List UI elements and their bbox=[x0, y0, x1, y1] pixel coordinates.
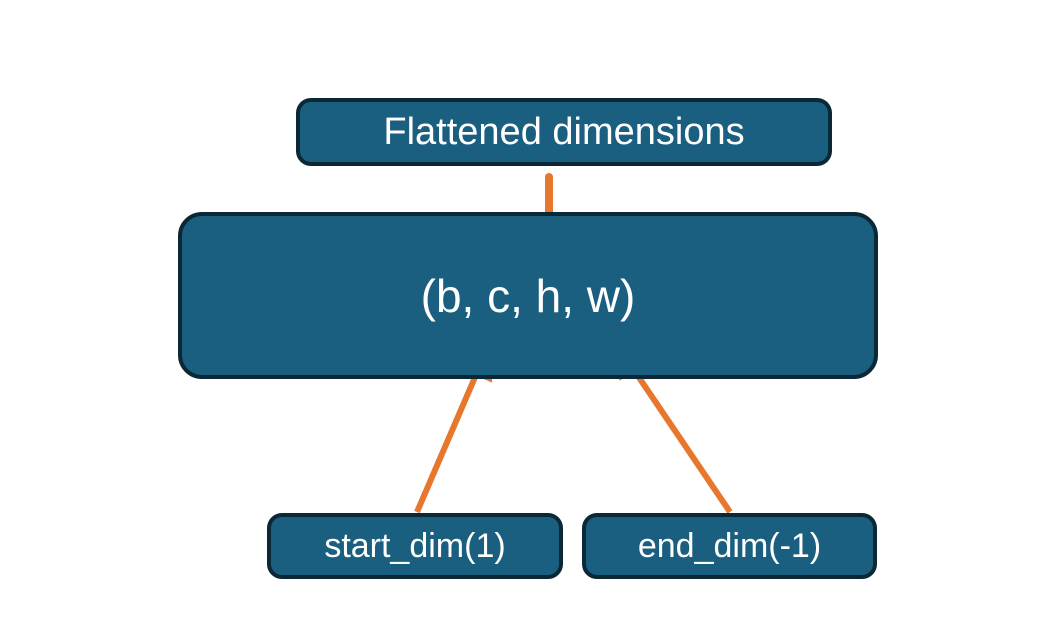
tensor-shape-label: (b, c, h, w) bbox=[420, 269, 636, 322]
end-dim-label: end_dim(-1) bbox=[637, 526, 822, 565]
start-dim-box: start_dim(1) bbox=[267, 513, 563, 579]
tensor-shape-box: (b, c, h, w) bbox=[178, 212, 878, 379]
flattened-dimensions-label: Flattened dimensions bbox=[383, 110, 745, 153]
start-dim-label: start_dim(1) bbox=[324, 526, 506, 565]
end-dim-box: end_dim(-1) bbox=[582, 513, 877, 579]
flattened-dimensions-box: Flattened dimensions bbox=[296, 98, 832, 166]
